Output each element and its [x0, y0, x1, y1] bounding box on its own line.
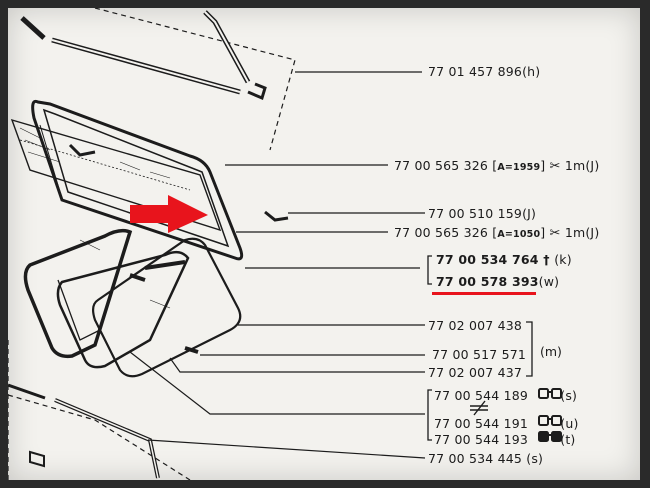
- clip-piece: [68, 143, 96, 157]
- glasses-outline-icon: [538, 388, 562, 399]
- scissors-icon: ✂: [549, 159, 561, 174]
- part-number: 77 00 544 191: [434, 416, 529, 431]
- part-label-p8: 77 00 517 571: [432, 347, 526, 362]
- part-number: 77 00 578 393: [436, 274, 539, 289]
- red-arrow-icon: [130, 195, 208, 233]
- bracket-m: [526, 321, 533, 377]
- part-suffix: (k): [554, 252, 572, 267]
- part-label-p11: 77 00 544 191 (u): [434, 416, 579, 431]
- part-number: 77 00 534 445: [428, 451, 523, 466]
- lower-trim-frame: [54, 398, 160, 479]
- glass-panel: [10, 118, 222, 232]
- glass-hatching: [19, 127, 171, 309]
- clip-piece-right: [264, 210, 289, 222]
- part-number: 77 00 565 326: [394, 225, 489, 240]
- part-number: 77 02 007 437: [428, 365, 523, 380]
- scissors-icon: ✂: [549, 226, 561, 241]
- part-number: 77 02 007 438: [428, 318, 523, 333]
- part-number: 77 00 534 764: [436, 252, 539, 267]
- part-note: A=1959: [497, 162, 541, 173]
- part-number: 77 00 517 571: [432, 347, 527, 362]
- part-label-p1: 77 01 457 896(h): [428, 64, 540, 79]
- inner-seal-frame-right: [91, 237, 242, 378]
- part-number: 77 00 544 193: [434, 432, 529, 447]
- dashed-outline-bottom: [8, 394, 191, 480]
- part-label-p5: 77 00 534 764 † (k): [436, 252, 572, 267]
- part-label-p4: 77 00 565 326 [A=1050] ✂ 1m(J): [394, 225, 600, 241]
- corner-clip-top: [247, 82, 267, 101]
- part-suffix: (w): [538, 274, 560, 289]
- bracket-kw: [427, 255, 432, 285]
- part-label-p7: 77 02 007 438: [428, 318, 522, 333]
- part-number: 77 01 457 896: [428, 64, 523, 79]
- small-insert: [184, 346, 199, 354]
- part-suffix: (t): [560, 432, 576, 447]
- inner-seal-frame-middle: [56, 250, 190, 369]
- part-suffix: (J): [585, 225, 600, 240]
- part-label-p2: 77 00 565 326 [A=1959] ✂ 1m(J): [394, 158, 600, 174]
- highlight-underline: [432, 292, 536, 295]
- parts-diagram-page: 77 01 457 896(h) 77 00 565 326 [A=1959] …: [8, 8, 640, 480]
- part-suffix: (s): [526, 451, 544, 466]
- part-label-p10: 77 00 544 189 (s): [434, 388, 577, 403]
- window-frame-outer: [31, 99, 244, 261]
- glasses-outline-icon: [538, 415, 562, 426]
- part-number: 77 00 510 159: [428, 206, 523, 221]
- part-unit: 1m: [564, 158, 586, 173]
- not-equal-marker: [470, 400, 488, 416]
- exploded-view-drawing: [8, 8, 562, 480]
- part-label-p3: 77 00 510 159(J): [428, 206, 536, 221]
- part-note: A=1050: [497, 229, 541, 240]
- part-label-p13: 77 00 534 445 (s): [428, 451, 543, 466]
- inner-seal-frame-left: [23, 228, 133, 359]
- part-label-p9: 77 02 007 437: [428, 365, 522, 380]
- part-unit: 1m: [564, 225, 586, 240]
- bracket-sut: [427, 389, 432, 441]
- part-number: 77 00 544 189: [434, 388, 529, 403]
- part-suffix: (J): [522, 206, 537, 221]
- part-suffix: (J): [585, 158, 600, 173]
- group-label-m: (m): [540, 344, 562, 359]
- glasses-filled-icon: [538, 431, 562, 442]
- part-suffix: (u): [560, 416, 579, 431]
- cross-icon: †: [543, 252, 550, 267]
- part-label-p12: 77 00 544 193 (t): [434, 432, 576, 447]
- part-suffix: (h): [522, 64, 541, 79]
- small-bracket: [29, 450, 45, 468]
- part-label-p6: 77 00 578 393(w): [436, 274, 559, 289]
- part-suffix: (s): [560, 388, 578, 403]
- part-number: 77 00 565 326: [394, 158, 489, 173]
